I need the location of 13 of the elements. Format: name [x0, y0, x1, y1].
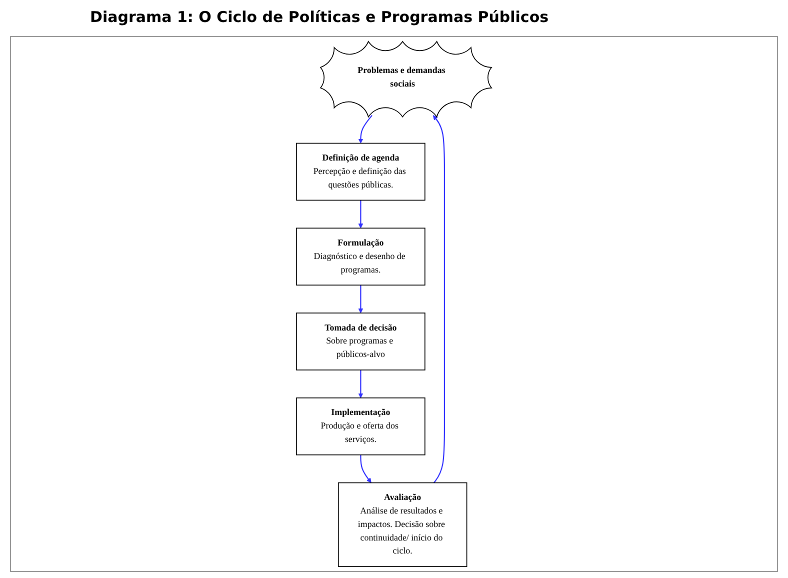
arrow — [358, 370, 364, 398]
node-box — [338, 482, 468, 567]
diagram-title: Diagrama 1: O Ciclo de Políticas e Programas Públicos — [90, 8, 549, 26]
node-box — [296, 312, 426, 370]
node-box — [296, 397, 426, 456]
arrow — [360, 454, 372, 483]
arrow — [432, 115, 446, 484]
node-box — [296, 142, 426, 201]
arrow — [358, 285, 364, 314]
node-box — [296, 228, 426, 286]
arrow — [358, 200, 364, 228]
arrow — [358, 115, 372, 144]
cycle-diagram: Problemas e demandas sociais Definição de agenda Percepção e definição das questões públicas. Formulação Diagnóstico e desenho de programas. Tomada de decisão Sobre programas e públicos-alvo Implementação Produção e oferta dos serviços. Avaliação Análise de resultados e impactos. Decisão sobre continuidade/ início do ciclo. — [11, 37, 777, 571]
